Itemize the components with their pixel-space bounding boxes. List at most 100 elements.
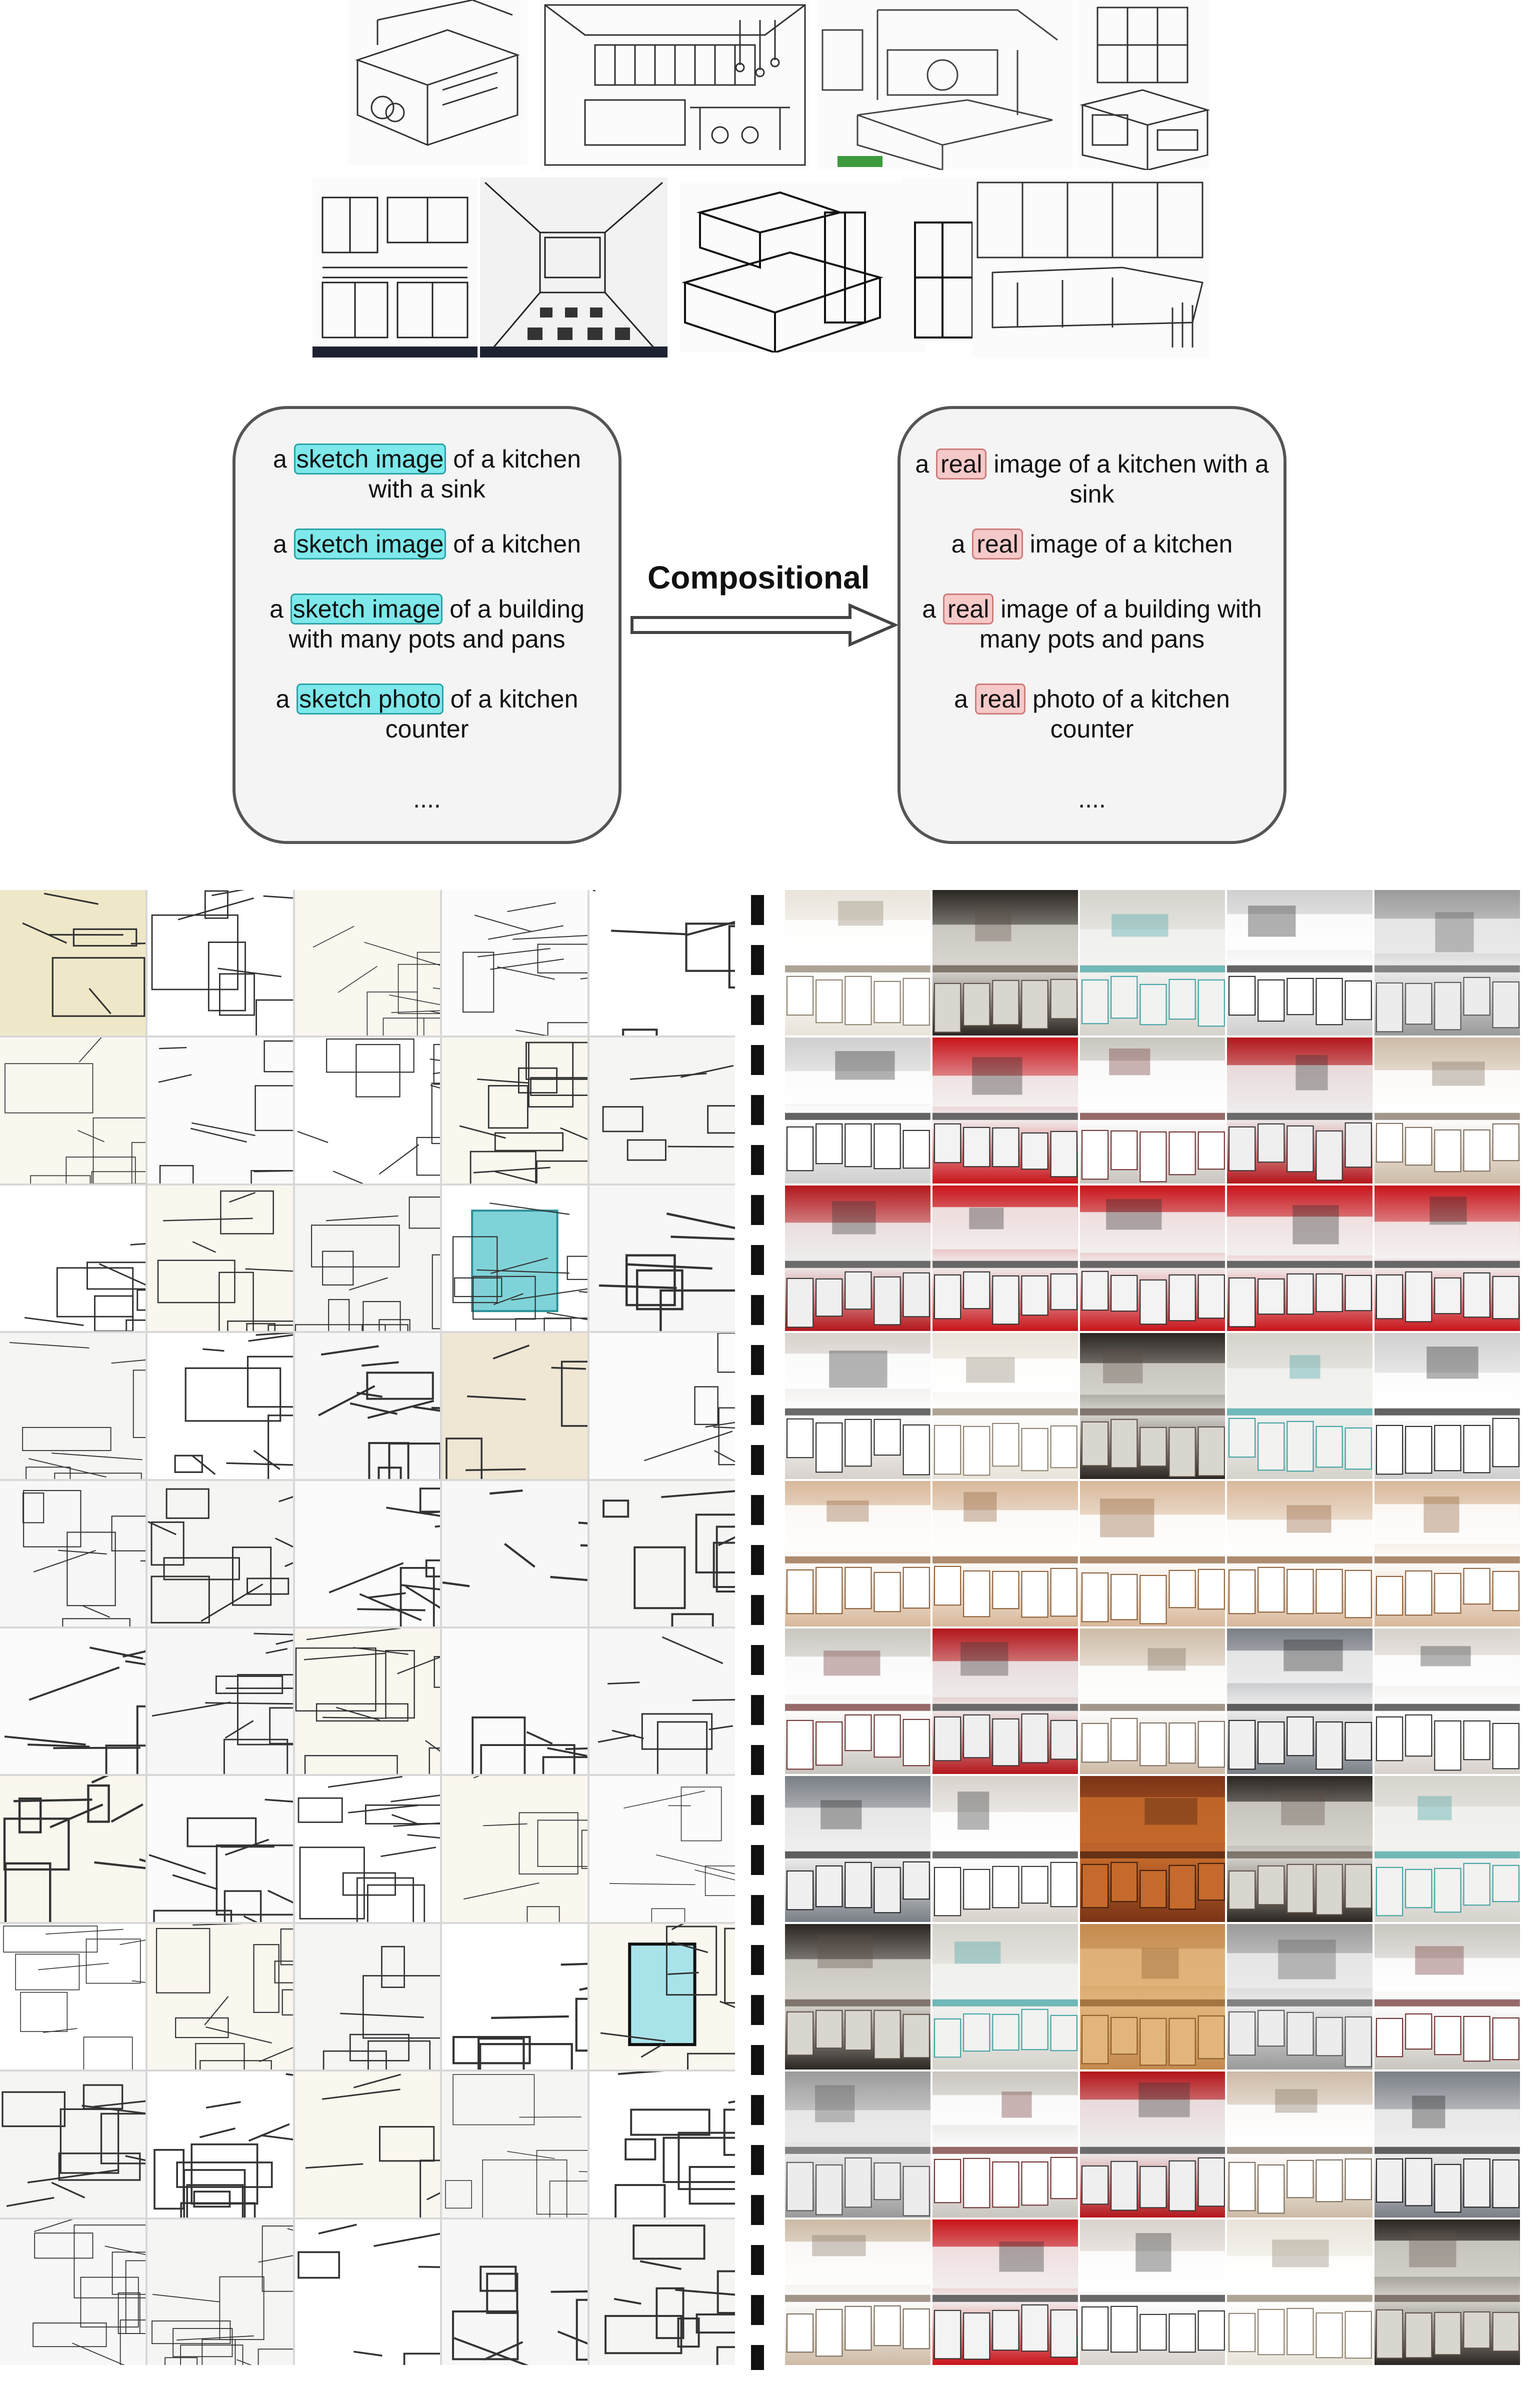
- sketch-thumbnail: [147, 1924, 293, 2070]
- compositional-arrow-icon: [630, 603, 899, 647]
- real-thumbnail: [1227, 1185, 1373, 1332]
- prompt-prefix: a: [954, 685, 975, 713]
- sketch-thumbnail: [147, 1333, 293, 1479]
- sketch-thumbnail: [294, 2219, 440, 2365]
- real-prompts-box: a real image of a kitchen with a sink a …: [898, 406, 1286, 844]
- real-thumbnail: [1227, 1924, 1373, 2070]
- real-thumbnail: [1080, 1776, 1226, 1922]
- real-thumbnail: [785, 2219, 930, 2365]
- prompt-prefix: a: [273, 530, 294, 558]
- real-thumbnail: [932, 890, 1078, 1036]
- real-thumbnail: [785, 1924, 930, 2070]
- sketch-thumb: [480, 178, 668, 358]
- prompt-text: a real image of a kitchen: [900, 528, 1284, 560]
- sketch-thumbnail: [590, 2072, 735, 2218]
- sketch-thumbnail: [147, 1480, 293, 1626]
- real-thumbnail: [1374, 1333, 1520, 1479]
- generated-sketch-grid: [0, 890, 735, 2365]
- real-thumbnail: [1227, 1480, 1373, 1626]
- sketch-thumbnail: [0, 1628, 146, 1774]
- real-thumbnail: [1080, 1924, 1226, 2070]
- real-thumbnail: [1080, 1628, 1226, 1774]
- real-thumbnail: [1227, 2219, 1373, 2365]
- prompt-line2: with a sink: [368, 475, 486, 503]
- real-thumbnail: [932, 1628, 1078, 1774]
- arrow-label: Compositional: [648, 560, 870, 596]
- real-thumbnail: [1227, 1333, 1373, 1479]
- real-thumbnail: [1227, 1038, 1373, 1184]
- real-thumbnail: [1080, 1480, 1226, 1626]
- real-thumbnail: [785, 2072, 930, 2218]
- real-thumbnail: [785, 1480, 930, 1626]
- sketch-thumbnail: [442, 1628, 588, 1774]
- real-thumbnail: [1374, 1776, 1520, 1922]
- sketch-thumbnail: [147, 1185, 293, 1332]
- real-thumbnail: [785, 1038, 930, 1184]
- sketch-thumb: [818, 0, 1072, 170]
- sketch-thumbnail: [442, 2072, 588, 2218]
- real-thumbnail: [932, 1924, 1078, 2070]
- sketch-thumbnail: [0, 2219, 146, 2365]
- real-thumbnail: [932, 1480, 1078, 1626]
- sketch-thumbnail: [442, 1924, 588, 2070]
- sketch-thumbnail: [147, 1776, 293, 1922]
- real-thumbnail: [785, 1185, 930, 1332]
- real-thumbnail: [932, 1333, 1078, 1479]
- sketch-thumbnail: [294, 1185, 440, 1332]
- sketch-thumbnail: [294, 1628, 440, 1774]
- prompt-rest: of a building: [442, 595, 584, 623]
- sketch-thumbnail: [0, 1480, 146, 1626]
- sketch-thumb: [348, 0, 528, 165]
- sketch-thumbnail: [0, 890, 146, 1036]
- prompt-line2: many pots and pans: [979, 625, 1205, 653]
- sketch-thumbnail: [590, 1038, 735, 1184]
- prompt-prefix: a: [951, 530, 972, 558]
- prompt-rest: image of a kitchen: [1022, 530, 1233, 558]
- real-thumbnail: [1080, 1185, 1226, 1332]
- real-thumbnail: [1374, 2219, 1520, 2365]
- sketch-thumbnail: [442, 1038, 588, 1184]
- sketch-thumbnail: [0, 1776, 146, 1922]
- prompt-rest: of a kitchen: [446, 445, 581, 473]
- prompt-prefix: a: [270, 595, 290, 623]
- prompt-text: a sketch photo of a kitchen counter: [236, 684, 618, 744]
- real-thumbnail: [1374, 1924, 1520, 2070]
- real-thumbnail: [1227, 890, 1373, 1036]
- real-thumbnail: [932, 2072, 1078, 2218]
- real-thumbnail: [1374, 1185, 1520, 1332]
- sketch-thumbnail: [294, 2072, 440, 2218]
- sketch-thumbnail: [442, 1333, 588, 1479]
- sketch-thumbnail: [442, 1185, 588, 1332]
- domain-highlight-sketch: sketch photo: [296, 684, 444, 714]
- sketch-thumb: [972, 178, 1210, 358]
- sketch-thumbnail: [590, 2219, 735, 2365]
- prompt-rest: image of a kitchen with a: [986, 450, 1269, 478]
- sketch-thumbnail: [590, 890, 735, 1036]
- sketch-thumbnail: [442, 1776, 588, 1922]
- prompt-rest: of a kitchen: [446, 530, 581, 558]
- real-thumbnail: [932, 2219, 1078, 2365]
- real-thumbnail: [1374, 2072, 1520, 2218]
- sketch-thumbnail: [147, 890, 293, 1036]
- domain-highlight-real: real: [974, 684, 1026, 714]
- domain-highlight-real: real: [942, 594, 994, 624]
- real-thumbnail: [785, 890, 930, 1036]
- prompt-text: a real photo of a kitchen counter: [900, 684, 1284, 744]
- prompt-text: a real image of a kitchen with a sink: [900, 448, 1284, 509]
- real-thumbnail: [1374, 1480, 1520, 1626]
- prompt-line2: counter: [1050, 715, 1134, 743]
- sketch-thumbnail: [294, 1333, 440, 1479]
- sketch-thumbnail: [147, 1038, 293, 1184]
- real-thumbnail: [1374, 890, 1520, 1036]
- real-thumbnail: [1080, 1038, 1226, 1184]
- sketch-thumb: [680, 182, 925, 352]
- prompt-text: a sketch image of a kitchen: [236, 528, 618, 560]
- real-thumbnail: [1374, 1628, 1520, 1774]
- sketch-thumbnail: [590, 1924, 735, 2070]
- domain-highlight-sketch: sketch image: [294, 528, 446, 560]
- prompt-text: a sketch image of a building with many p…: [236, 594, 618, 654]
- sketch-thumb: [540, 0, 810, 170]
- domain-highlight-real: real: [936, 448, 987, 480]
- sketch-thumbnail: [294, 1480, 440, 1626]
- real-thumbnail: [1080, 1333, 1226, 1479]
